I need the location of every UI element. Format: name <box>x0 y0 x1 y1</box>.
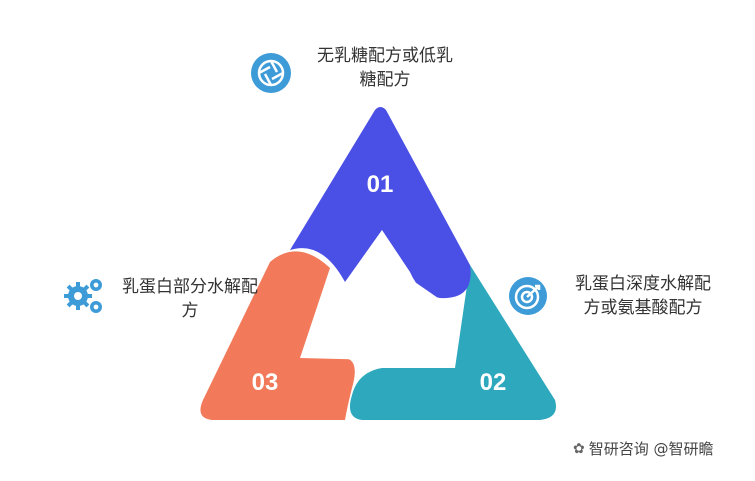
segment-02 <box>349 265 556 420</box>
segment-01 <box>290 107 471 299</box>
segment-03 <box>200 251 355 420</box>
segment-number-01: 01 <box>367 171 394 198</box>
gears-icon <box>62 274 106 316</box>
target-icon <box>508 276 548 316</box>
segment-number-03: 03 <box>252 369 279 396</box>
label-02: 乳蛋白深度水解配 方或氨基酸配方 <box>575 274 711 318</box>
wechat-icon: ✿ <box>573 440 585 457</box>
label-01: 无乳糖配方或低乳 糖配方 <box>317 46 453 90</box>
label-03: 乳蛋白部分水解配 方 <box>122 277 258 321</box>
aperture-icon <box>250 52 292 94</box>
segment-number-02: 02 <box>480 369 507 396</box>
watermark: ✿ 智研咨询 @智研瞻 <box>573 440 714 458</box>
inner-triangle <box>300 232 438 360</box>
